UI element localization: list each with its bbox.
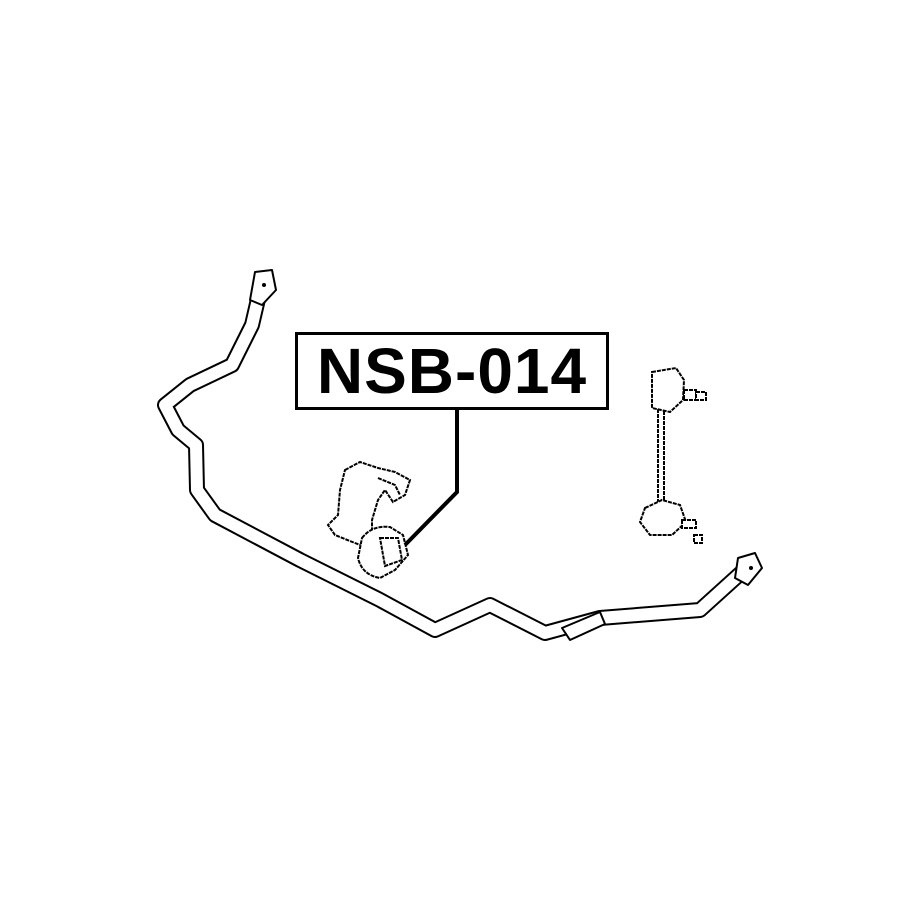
- bushing: [356, 525, 410, 580]
- stabilizer-bar: [157, 269, 763, 641]
- part-number-label: NSB-014: [316, 335, 588, 407]
- leader-line: [403, 406, 459, 547]
- part-number-box: NSB-014: [295, 332, 609, 410]
- bushing-bracket: [326, 460, 412, 547]
- stabilizer-link: [638, 366, 707, 544]
